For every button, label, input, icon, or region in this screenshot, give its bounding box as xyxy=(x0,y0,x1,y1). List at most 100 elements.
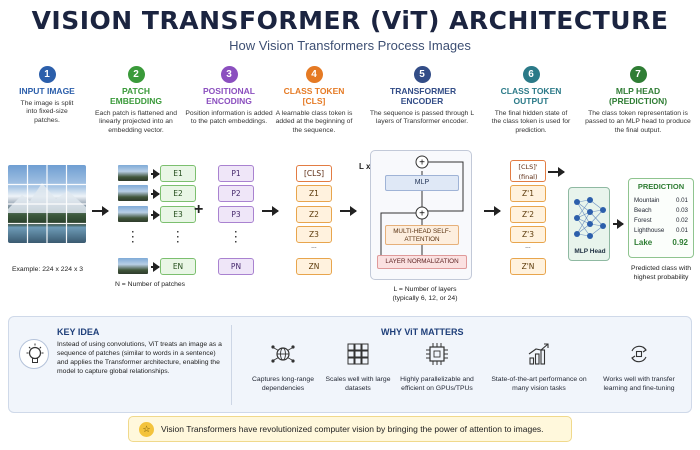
step-description: The sequence is passed through L layers … xyxy=(369,110,475,126)
network-globe-icon xyxy=(271,345,295,363)
flow-arrow xyxy=(151,189,160,199)
step-number-badge: 3 xyxy=(220,66,238,83)
network-icon xyxy=(574,197,606,239)
sequence-token: Z3 xyxy=(296,226,332,243)
plus-icon: + xyxy=(194,201,204,218)
benefit-label: Captures long-range dependencies xyxy=(252,376,314,392)
class-label: Mountain xyxy=(634,197,660,204)
image-patch xyxy=(118,165,148,181)
benefit-item: Highly parallelizable and efficient on G… xyxy=(393,341,481,393)
flow-arrow xyxy=(151,262,160,272)
residual-connections: + + xyxy=(380,155,464,267)
class-label: Beach xyxy=(634,207,652,214)
step-title: POSITIONAL ENCODING xyxy=(203,86,255,106)
flow-arrow xyxy=(151,210,160,220)
step-description: The final hidden state of the class toke… xyxy=(491,110,571,134)
encoder-block: + + MLP MULTI-HEAD SELF-ATTENTION LAYER … xyxy=(370,150,472,280)
sequence-token: Z1 xyxy=(296,185,332,202)
benefit-item: State-of-the-art performance on many vis… xyxy=(491,341,587,393)
mlp-head-box: MLP Head xyxy=(568,187,610,261)
position-token: P2 xyxy=(218,185,254,202)
step-number-badge: 6 xyxy=(522,66,540,83)
sequence-token: ZN xyxy=(296,258,332,275)
step-description: The image is split into fixed-size patch… xyxy=(20,100,74,124)
class-label: Lighthouse xyxy=(634,227,665,234)
top-prediction-row: Lake 0.92 xyxy=(629,236,693,248)
step-title: CLASS TOKEN [CLS] xyxy=(283,86,345,106)
mlp-head-label: MLP Head xyxy=(574,248,606,255)
step-title: CLASS TOKEN OUTPUT xyxy=(500,86,562,106)
star-icon: ☆ xyxy=(139,422,154,437)
step-number-badge: 5 xyxy=(413,66,431,83)
ellipsis: ··· xyxy=(176,227,180,248)
step-2: 2 PATCH EMBEDDING Each patch is flattene… xyxy=(92,66,180,135)
output-token: Z'2 xyxy=(510,206,546,223)
dataset-icon xyxy=(347,343,369,365)
prediction-row: Lighthouse 0.01 xyxy=(629,226,693,236)
flow-arrow xyxy=(613,219,624,229)
input-image xyxy=(8,165,86,243)
position-token: PN xyxy=(218,258,254,275)
step-4: 4 CLASS TOKEN [CLS] A learnable class to… xyxy=(274,66,354,135)
ellipsis: ... xyxy=(311,243,317,250)
page-title: VISION TRANSFORMER (ViT) ARCHITECTURE xyxy=(31,6,669,35)
benefit-label: Scales well with large datasets xyxy=(325,376,391,392)
image-patch xyxy=(118,258,148,274)
layers-multiplier: L x xyxy=(359,162,371,171)
step-7: 7 MLP HEAD (PREDICTION) The class token … xyxy=(580,66,696,135)
top-class-label: Lake xyxy=(634,238,653,247)
top-class-probability: 0.92 xyxy=(672,238,688,247)
benefit-label: Works well with transfer learning and fi… xyxy=(603,376,675,392)
step-title: INPUT IMAGE xyxy=(19,86,75,96)
class-probability: 0.02 xyxy=(675,217,688,224)
input-size-label: Example: 224 x 224 x 3 xyxy=(12,266,84,273)
multi-head-attention-layer: MULTI-HEAD SELF-ATTENTION xyxy=(385,225,459,245)
position-token: P3 xyxy=(218,206,254,223)
sequence-token: Z2 xyxy=(296,206,332,223)
output-token: Z'1 xyxy=(510,185,546,202)
why-vit-title: WHY ViT MATTERS xyxy=(381,327,464,337)
key-idea-text: Instead of using convolutions, ViT treat… xyxy=(57,341,222,375)
position-token: P1 xyxy=(218,165,254,182)
cls-token: [CLS] xyxy=(296,165,332,182)
benefit-label: Highly parallelizable and efficient on G… xyxy=(400,376,474,392)
patch-grid xyxy=(8,165,86,243)
key-idea-title: KEY IDEA xyxy=(57,327,100,337)
step-title: MLP HEAD (PREDICTION) xyxy=(608,86,668,106)
step-number-badge: 2 xyxy=(127,66,145,83)
class-probability: 0.01 xyxy=(675,227,688,234)
step-description: Position information is added to the pat… xyxy=(185,110,273,126)
step-5: 5 TRANSFORMER ENCODER The sequence is pa… xyxy=(364,66,480,127)
info-panel: KEY IDEA Instead of using convolutions, … xyxy=(8,316,692,413)
cls-output-token: [CLS]' (final) xyxy=(510,160,546,182)
prediction-title: PREDICTION xyxy=(637,182,685,191)
step-title: PATCH EMBEDDING xyxy=(110,86,162,106)
divider xyxy=(231,325,232,405)
image-patch xyxy=(118,185,148,201)
patches-note: N = Number of patches xyxy=(115,281,186,288)
flow-arrow xyxy=(484,206,501,216)
svg-text:+: + xyxy=(419,158,425,169)
image-patch xyxy=(118,206,148,222)
ellipsis: ··· xyxy=(131,227,135,248)
chip-icon xyxy=(426,343,448,365)
lightbulb-icon xyxy=(19,339,49,369)
step-description: The class token representation is passed… xyxy=(585,110,691,134)
step-number-badge: 1 xyxy=(38,66,56,83)
step-title: TRANSFORMER ENCODER xyxy=(390,86,457,106)
page-subtitle: How Vision Transformers Process Images xyxy=(229,38,471,53)
flow-arrow xyxy=(548,167,565,177)
benefit-label: State-of-the-art performance on many vis… xyxy=(491,376,587,392)
output-token: Z'3 xyxy=(510,226,546,243)
layer-norm: LAYER NORMALIZATION xyxy=(377,255,467,269)
step-number-badge: 4 xyxy=(305,66,323,83)
embedding-token: E3 xyxy=(160,206,196,223)
ellipsis: ... xyxy=(525,243,531,250)
layers-note: L = Number of layers (typically 6, 12, o… xyxy=(392,286,458,302)
mlp-layer: MLP xyxy=(385,175,459,191)
transfer-cycle-icon xyxy=(631,345,647,363)
